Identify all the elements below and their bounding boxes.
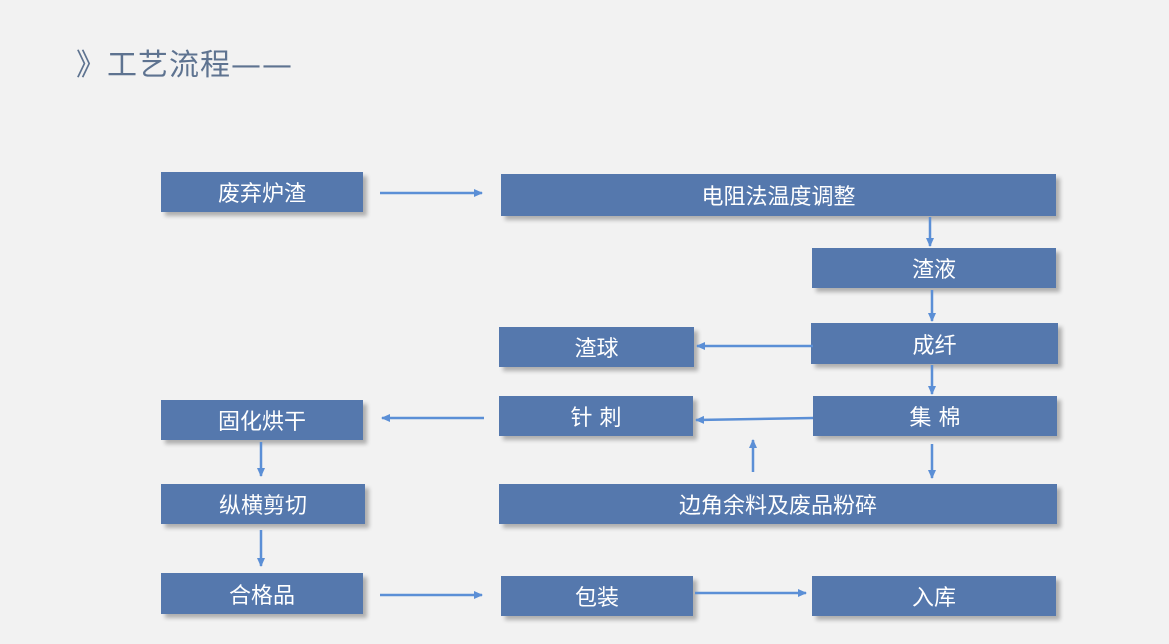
node-scrap-crushing: 边角余料及废品粉碎 [499,484,1057,524]
page-title: 》工艺流程—— [76,48,293,83]
node-qualified-product: 合格品 [161,573,363,614]
node-waste-slag: 废弃炉渣 [161,172,363,212]
node-curing-drying: 固化烘干 [161,400,363,440]
node-slag-ball: 渣球 [499,327,694,367]
node-fiber-forming: 成纤 [811,323,1058,364]
node-warehouse: 入库 [812,576,1056,616]
node-cross-cutting: 纵横剪切 [161,484,365,524]
arrow-collect-to-needle [695,415,814,424]
node-packaging: 包装 [501,576,693,616]
node-wool-collect: 集 棉 [813,396,1057,436]
node-needle-punch: 针 刺 [499,396,693,436]
node-temperature-adjust: 电阻法温度调整 [501,174,1056,216]
node-slag-liquid: 渣液 [812,248,1056,288]
